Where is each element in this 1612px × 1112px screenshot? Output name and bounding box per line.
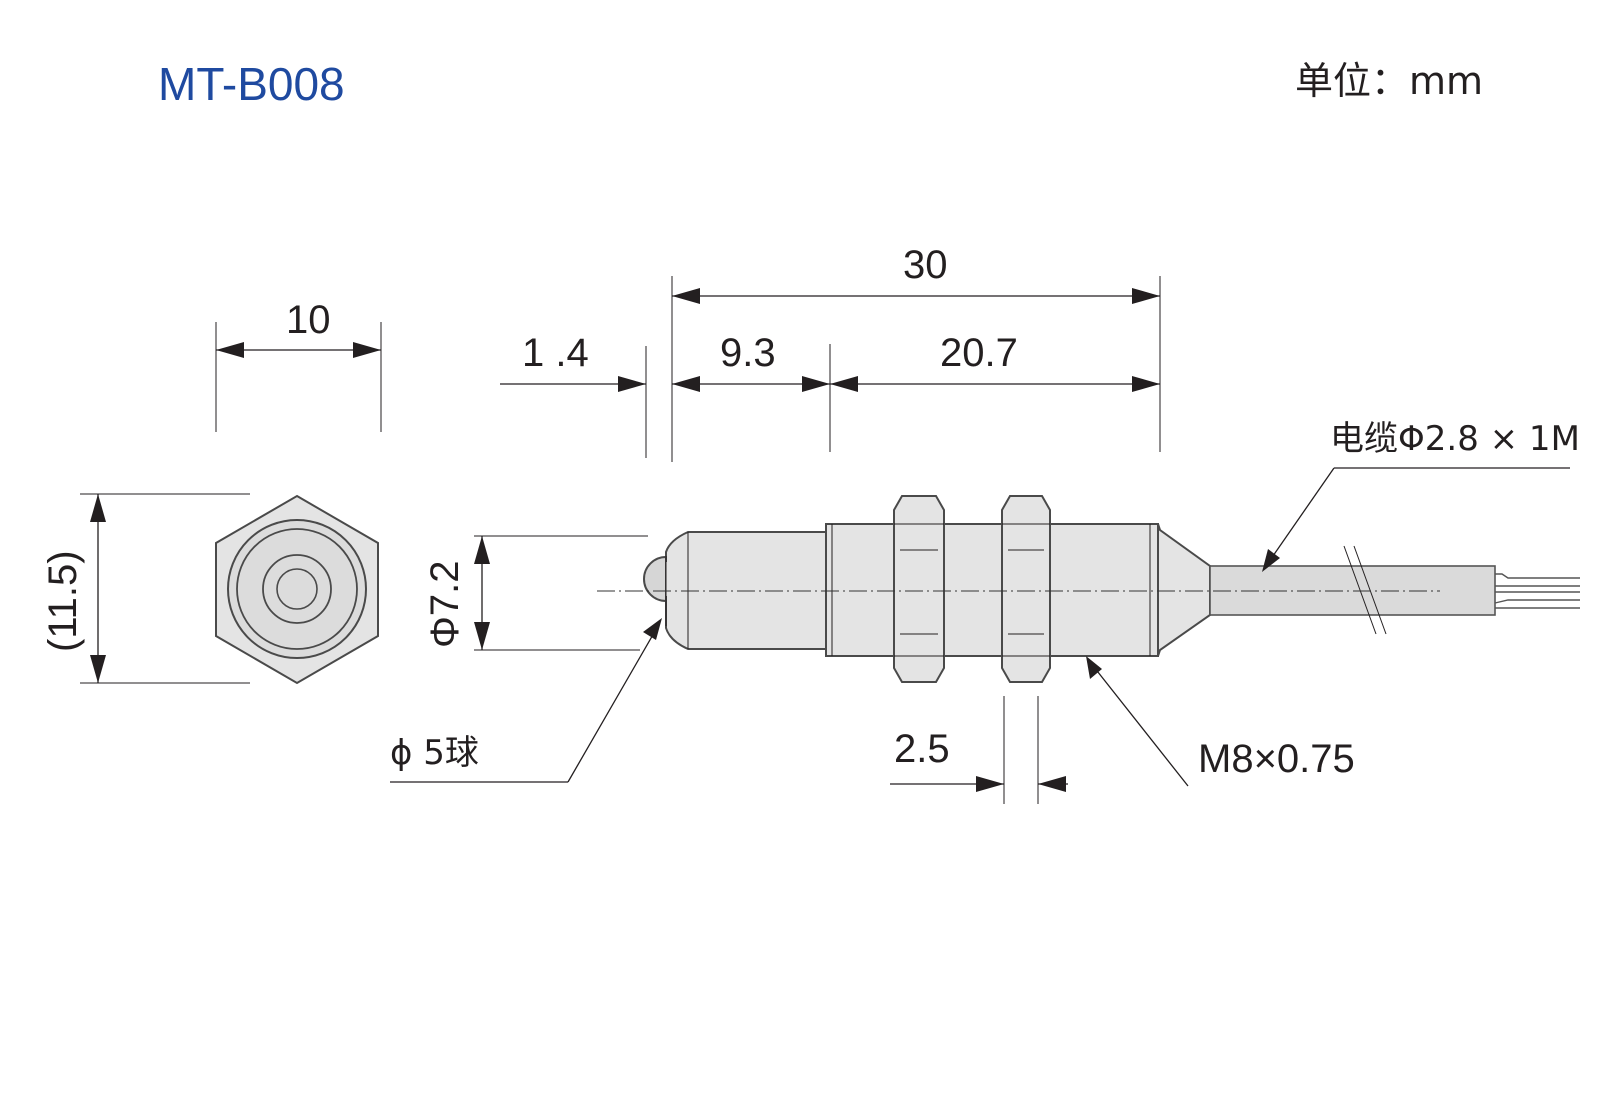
hex-nut-1	[893, 495, 945, 683]
callout-thread-label: M8×0.75	[1198, 737, 1355, 781]
sensor-side-view	[597, 495, 1580, 683]
threaded-body	[825, 523, 1159, 657]
callout-thread: M8×0.75	[1086, 656, 1355, 787]
dim-body-diameter: Φ7.2	[423, 535, 648, 651]
ball-tip-side	[643, 555, 667, 603]
dim-hex-height: (11.5)	[41, 493, 250, 684]
dim-front-section-label: 9.3	[720, 331, 776, 375]
callout-ball-label: ϕ 5球	[390, 733, 479, 773]
callout-ball: ϕ 5球	[390, 618, 662, 783]
dim-hex-width: 10	[215, 298, 382, 432]
ball-tip	[276, 568, 318, 610]
hex-end-view	[215, 494, 379, 685]
end-face-ring	[236, 528, 358, 650]
dim-thread-section: 20.7	[830, 331, 1160, 392]
end-face-outer	[227, 519, 367, 659]
dim-thread-section-label: 20.7	[940, 331, 1018, 375]
dim-ball-offset-label: 1 .4	[522, 331, 589, 375]
dim-hex-width-label: 10	[286, 298, 331, 342]
dim-ball-offset: 1 .4	[500, 331, 647, 458]
hex-nut-2	[1001, 495, 1051, 683]
dim-total-length: 30	[671, 243, 1161, 462]
dim-total-length-label: 30	[903, 243, 948, 287]
unit-label: 单位：mm	[1295, 59, 1483, 103]
dim-hex-height-label: (11.5)	[41, 550, 85, 652]
dim-body-diameter-label: Φ7.2	[423, 560, 467, 648]
callout-cable: 电缆Φ2.8 × 1M	[1262, 419, 1580, 572]
callout-cable-label: 电缆Φ2.8 × 1M	[1330, 419, 1580, 459]
wire-leads	[1494, 573, 1580, 609]
model-title: MT-B008	[158, 58, 345, 110]
ball-ring	[262, 554, 332, 624]
dim-nut-thickness: 2.5	[890, 696, 1068, 804]
dim-front-section: 9.3	[672, 331, 831, 452]
rear-taper	[1157, 523, 1211, 657]
dim-nut-thickness-label: 2.5	[894, 727, 950, 771]
